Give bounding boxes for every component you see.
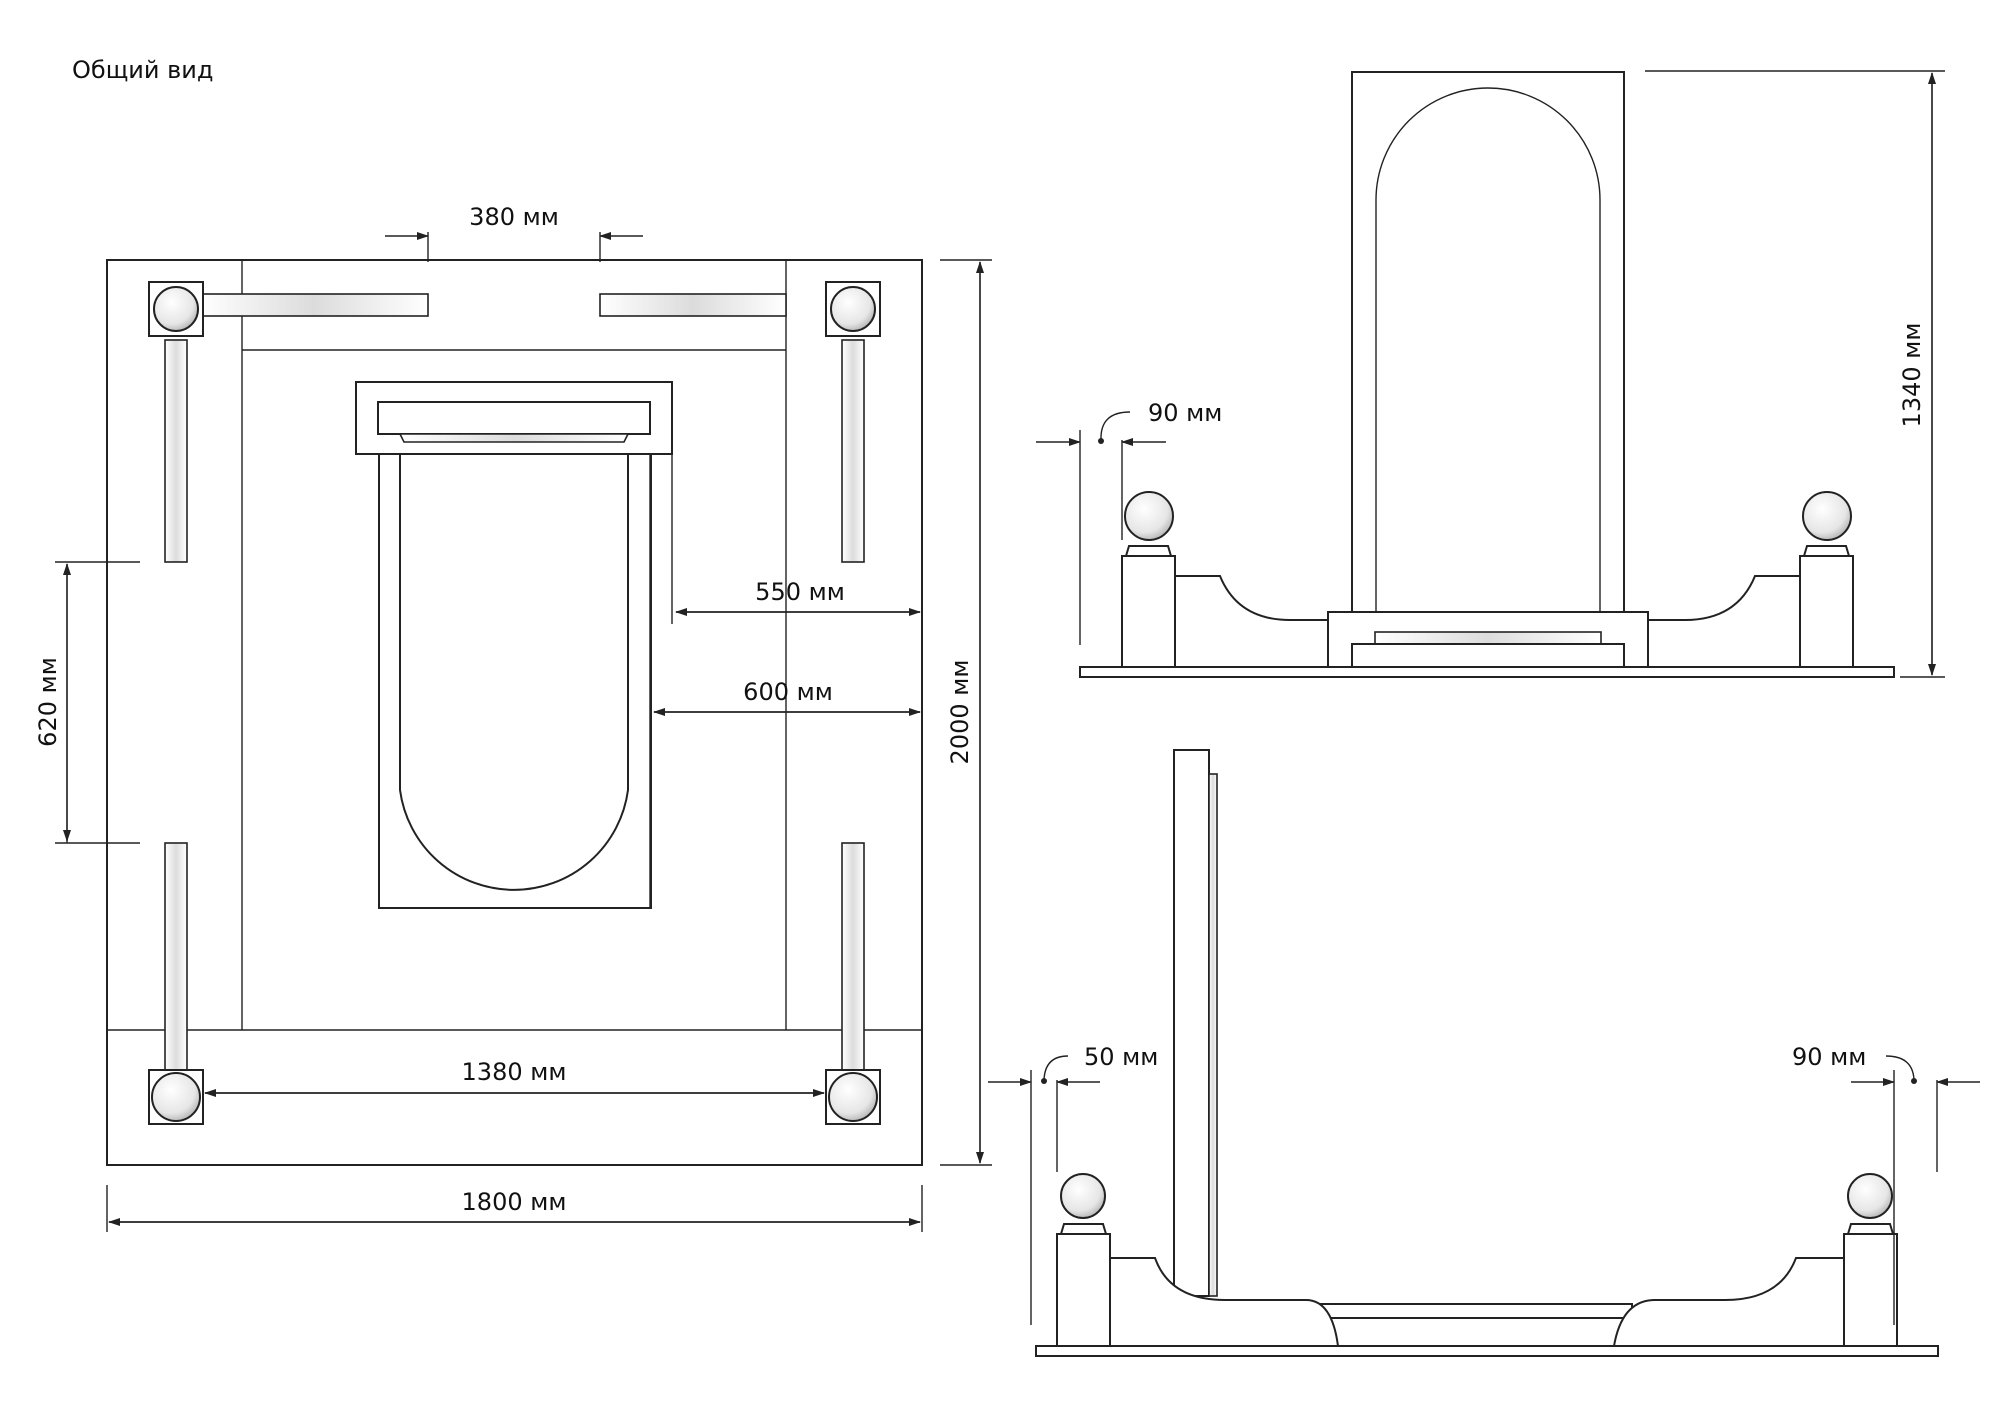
- front-curb-right: [1647, 575, 1801, 668]
- plan-rail-right-upper: [841, 339, 865, 563]
- plan-rail-right-lower: [841, 842, 865, 1074]
- plan-post-top-right: [825, 281, 881, 337]
- front-post-right: [1799, 491, 1854, 668]
- side-curb-right: [1612, 1257, 1845, 1347]
- front-view: 1340 мм 90 мм: [1036, 70, 1945, 678]
- plan-bed-inner: [399, 453, 629, 891]
- side-post-left: [1056, 1173, 1111, 1347]
- plan-rail-left-upper: [164, 339, 188, 563]
- plan-post-bottom-right: [825, 1069, 881, 1125]
- side-post-right: [1843, 1173, 1898, 1347]
- side-base-slab: [1035, 1345, 1939, 1357]
- dim-2000-label: 2000 мм: [946, 660, 974, 765]
- side-curb-left: [1109, 1257, 1340, 1347]
- dim-1380-label: 1380 мм: [462, 1058, 567, 1086]
- plan-rail-top-right: [599, 293, 787, 317]
- plan-post-bottom-left: [148, 1069, 204, 1125]
- side-view: 50 мм 90 мм: [988, 749, 1980, 1357]
- front-post-left: [1121, 491, 1176, 668]
- dim-620-label: 620 мм: [34, 657, 62, 747]
- dim-380-label: 380 мм: [469, 203, 559, 231]
- front-headstone: [1351, 71, 1625, 613]
- front-base-slab: [1079, 666, 1895, 678]
- plan-view: 380 мм 550 мм 600 мм 620 мм 1380 мм 1800…: [34, 203, 992, 1232]
- dim-550-label: 550 мм: [755, 578, 845, 606]
- front-curb-left: [1174, 575, 1329, 668]
- plan-post-top-left: [148, 281, 204, 337]
- dim-1800-label: 1800 мм: [462, 1188, 567, 1216]
- dim-50-side-label: 50 мм: [1084, 1043, 1158, 1071]
- dim-600-label: 600 мм: [743, 678, 833, 706]
- plan-rail-top-left: [199, 293, 429, 317]
- dim-90-front-label: 90 мм: [1148, 399, 1222, 427]
- plan-rail-left-lower: [164, 842, 188, 1074]
- dim-90-side-label: 90 мм: [1792, 1043, 1866, 1071]
- drawing-title: Общий вид: [72, 56, 214, 84]
- side-headstone: [1173, 749, 1210, 1297]
- dim-1340-label: 1340 мм: [1898, 323, 1926, 428]
